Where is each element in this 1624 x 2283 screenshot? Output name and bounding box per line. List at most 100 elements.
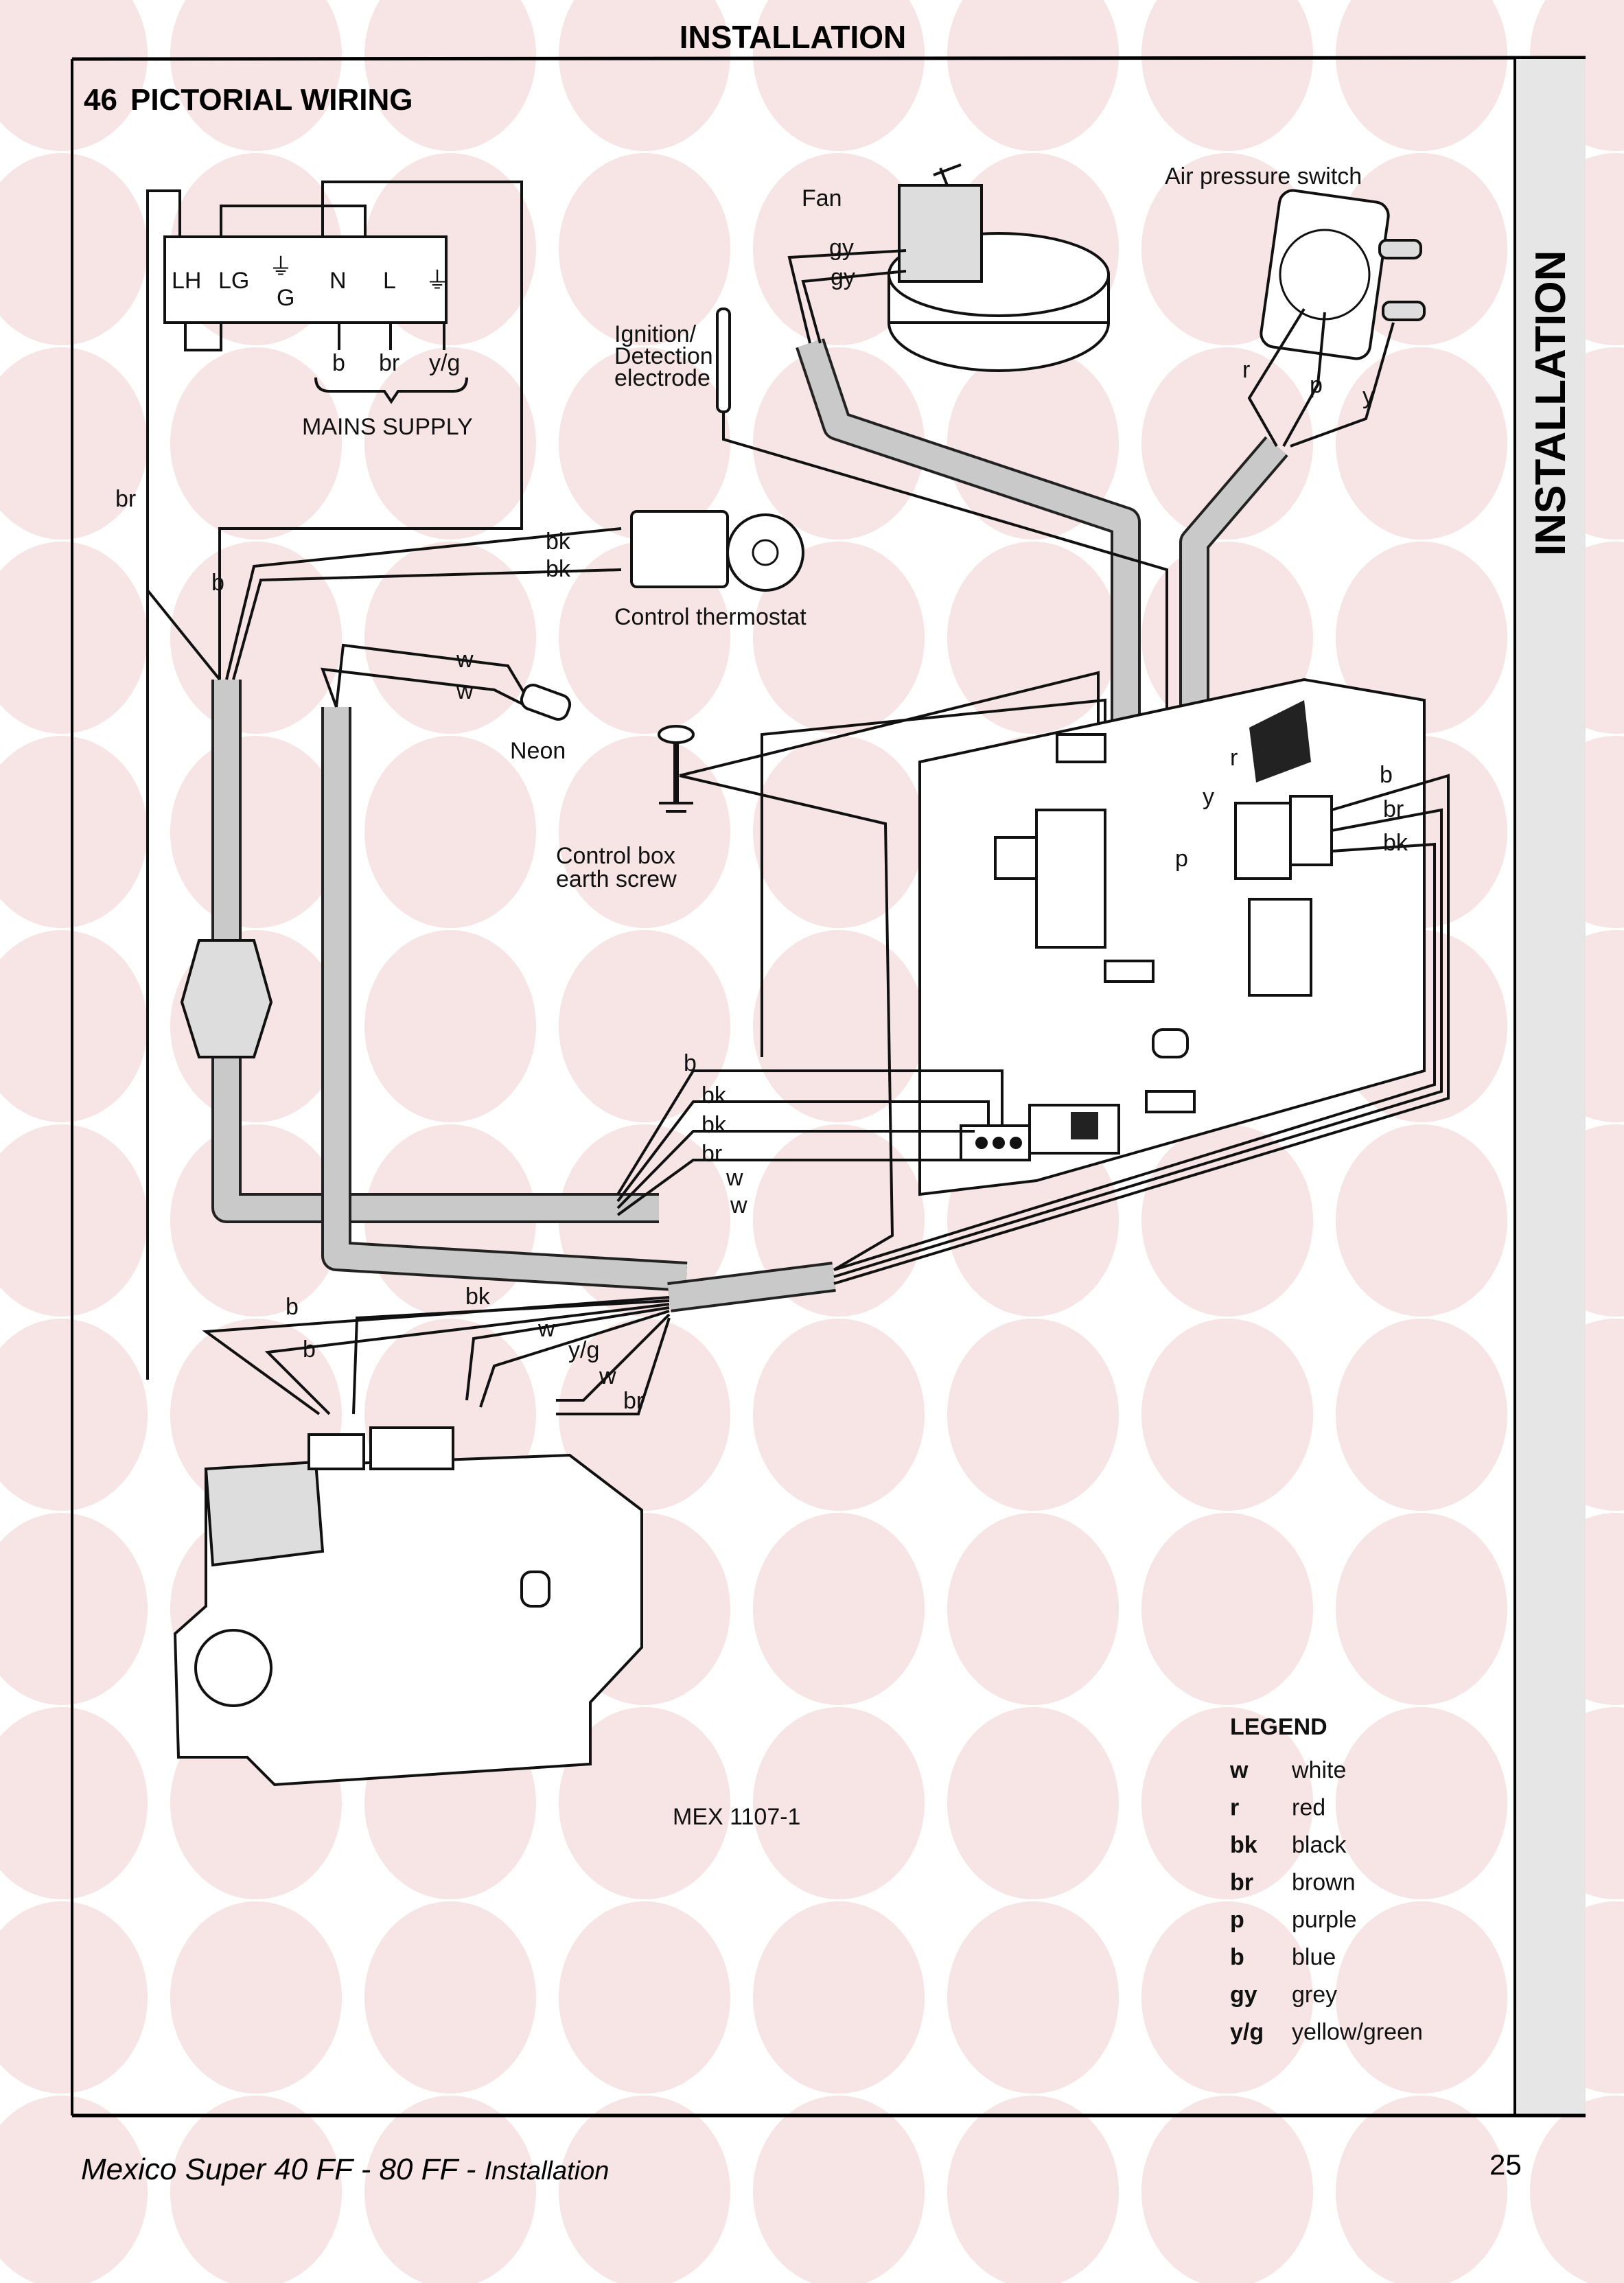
harness-wire-w: w <box>726 1165 743 1191</box>
watermark-circle <box>1336 1513 1507 1705</box>
watermark-circle <box>1141 1319 1313 1511</box>
earth-screw-label-line1: Control box <box>556 843 675 869</box>
watermark-circle <box>0 736 148 928</box>
neon-label: Neon <box>510 738 566 764</box>
legend-name: blue <box>1292 1945 1336 1971</box>
watermark-circle <box>364 1901 536 2094</box>
earth-screw-label-line2: earth screw <box>556 866 677 892</box>
watermark-circle <box>559 2096 730 2283</box>
mains-wire-yg: y/g <box>429 350 460 376</box>
legend-name: yellow/green <box>1292 2019 1423 2046</box>
legend-code: r <box>1230 1795 1239 1821</box>
watermark-circle <box>559 542 730 734</box>
watermark-circle <box>1336 542 1507 734</box>
legend-name: brown <box>1292 1870 1356 1896</box>
watermark-circle <box>753 347 925 540</box>
harness-wire-w: w <box>730 1192 747 1218</box>
watermark-circle <box>364 2096 536 2283</box>
page-header-title: INSTALLATION <box>680 19 906 55</box>
wire-label-gy: gy <box>831 264 855 290</box>
watermark-circle <box>753 1513 925 1705</box>
cable-bundles <box>180 338 1288 1312</box>
mains-wire-b: b <box>332 350 345 376</box>
pcb-wire-p: p <box>1175 846 1188 872</box>
watermark-circle <box>364 930 536 1122</box>
air-pressure-switch: Air pressure switch r p y <box>1165 163 1426 448</box>
terminal-l: L <box>383 268 396 294</box>
watermark-circle <box>0 2096 148 2283</box>
watermark-circle <box>0 1707 148 1899</box>
wire-label-r: r <box>1242 357 1250 383</box>
wire-label-bk: bk <box>546 556 571 582</box>
watermark-circle <box>559 930 730 1122</box>
watermark-circle <box>559 0 730 151</box>
legend-name: grey <box>1292 1982 1337 2008</box>
section-number: 46 <box>84 83 117 117</box>
watermark-circle <box>0 0 148 151</box>
valve-wire-bk: bk <box>465 1284 491 1310</box>
electrode-label-line2: Detection <box>614 343 713 369</box>
legend-code: br <box>1230 1870 1253 1896</box>
section-title: PICTORIAL WIRING <box>130 83 413 117</box>
watermark-circle <box>947 1319 1119 1511</box>
valve-wire-w: w <box>537 1316 555 1342</box>
pcb-wire-b: b <box>1380 762 1393 788</box>
fan: Fan gy gy <box>787 163 1110 372</box>
harness-wire-bk: bk <box>701 1082 727 1109</box>
watermark-circle <box>0 1124 148 1317</box>
pcb-wire-r: r <box>1230 745 1238 771</box>
watermark-circle <box>1336 1901 1507 2094</box>
wire-label-bk: bk <box>546 529 571 555</box>
watermark-circle <box>170 1901 342 2094</box>
header-rule <box>71 56 1586 61</box>
watermark-circle <box>1141 1707 1313 1899</box>
legend-code: p <box>1230 1907 1244 1933</box>
valve-wire-yg: y/g <box>568 1337 599 1363</box>
watermark-circle <box>753 1707 925 1899</box>
watermark-circle <box>0 153 148 345</box>
watermark-circle <box>170 0 342 151</box>
watermark-circle <box>559 347 730 540</box>
pcb-wire-y: y <box>1203 784 1214 810</box>
watermark-circle <box>364 542 536 734</box>
watermark-circle <box>559 736 730 928</box>
legend-title: LEGEND <box>1230 1714 1327 1740</box>
legend-code: bk <box>1230 1832 1257 1858</box>
watermark-circle <box>1336 1319 1507 1511</box>
watermark-circle <box>753 1319 925 1511</box>
mains-supply-label: MAINS SUPPLY <box>302 414 473 440</box>
wire-label-gy: gy <box>829 235 854 261</box>
watermark-circle <box>1141 0 1313 151</box>
control-pcb: r y p b br bk <box>833 677 1450 1285</box>
legend-name: purple <box>1292 1907 1357 1933</box>
watermark-circle <box>753 2096 925 2283</box>
ignition-detection-electrode: Ignition/ Detection electrode <box>614 308 1168 728</box>
watermark-circle <box>364 347 536 540</box>
wire-label-y: y <box>1362 383 1374 409</box>
watermark-circle <box>1141 347 1313 540</box>
watermark-circle <box>170 2096 342 2283</box>
control-thermostat-label: Control thermostat <box>614 604 807 630</box>
air-pressure-switch-label: Air pressure switch <box>1165 163 1362 189</box>
watermark-circle <box>1336 1124 1507 1317</box>
terminal-n: N <box>329 268 347 294</box>
watermark-circle <box>753 542 925 734</box>
watermark-circle <box>753 930 925 1122</box>
watermark-circle <box>0 542 148 734</box>
watermark-circle <box>0 1901 148 2094</box>
fan-label: Fan <box>802 185 842 211</box>
watermark-circle <box>0 347 148 540</box>
watermark-circle <box>559 153 730 345</box>
harness-wire-br: br <box>701 1141 722 1167</box>
valve-wire-br: br <box>623 1388 644 1414</box>
pcb-wire-br: br <box>1383 796 1404 822</box>
watermark-circle <box>364 0 536 151</box>
watermark-circle <box>559 1707 730 1899</box>
watermark-circle <box>947 1901 1119 2094</box>
watermark-circle <box>364 736 536 928</box>
mains-wire-br: br <box>379 350 399 376</box>
earth-symbol-icon: ⏚ <box>269 254 292 280</box>
side-tab-strip <box>1515 59 1586 2114</box>
watermark-circle <box>1336 0 1507 151</box>
watermark-circle <box>1141 1901 1313 2094</box>
